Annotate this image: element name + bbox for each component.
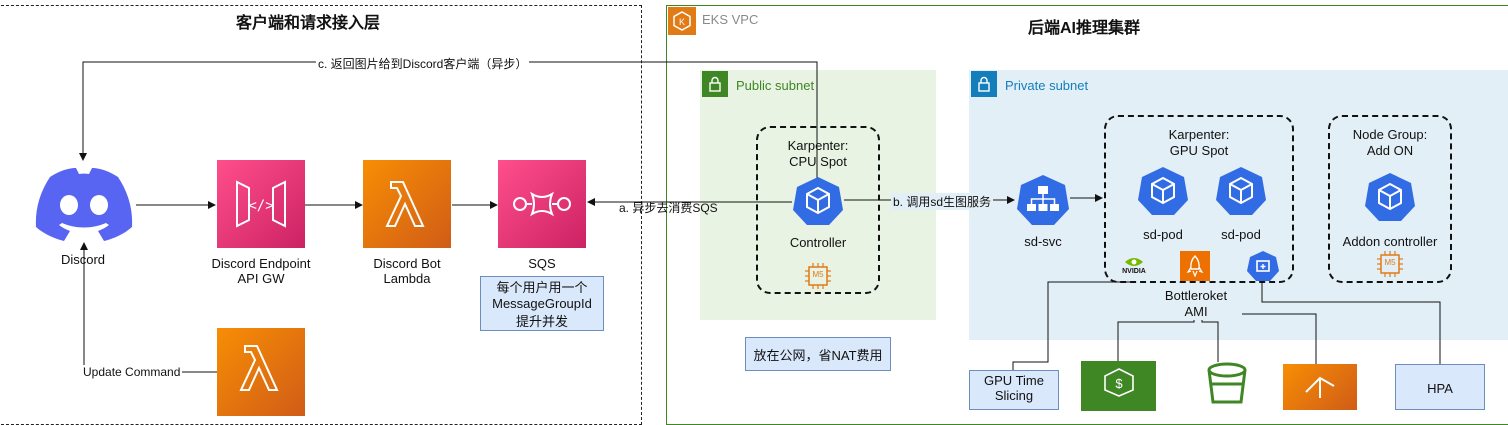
svg-text:</>: </> (248, 198, 273, 214)
api-gateway-icon: </> (217, 160, 305, 248)
private-subnet-label: Private subnet (1005, 78, 1089, 93)
gpu-time-slicing-note: GPU Time Slicing (969, 370, 1059, 410)
update-lambda-icon (217, 328, 305, 416)
edge-label-a: a. 异步去消费SQS (619, 201, 718, 215)
k8s-controller-icon (792, 176, 844, 226)
sqs-icon (498, 160, 586, 248)
m5-instance-icon (804, 262, 832, 290)
eks-icon: K (668, 7, 696, 35)
edge-label-update: Update Command (81, 365, 183, 379)
sqs-note: 每个用户用一个 MessageGroupId 提升并发 (480, 276, 604, 331)
sd-pod-label: sd-pod (1221, 227, 1261, 242)
lambda-label: Discord Bot Lambda (373, 256, 441, 286)
node-group-label: Node Group: Add ON (1352, 127, 1428, 158)
nvidia-label: NVIDIA (1122, 268, 1146, 275)
karpenter-cpu-group (756, 126, 880, 294)
client-zone-title: 客户端和请求接入层 (236, 15, 381, 32)
k8s-pod-icon (1215, 166, 1267, 216)
svg-text:$: $ (1115, 376, 1123, 391)
svg-text:K: K (679, 17, 685, 27)
karpenter-gpu-group (1104, 115, 1294, 283)
edge-label-b: b. 调用sd生图服务 (891, 193, 994, 210)
edge-label-c: c. 返回图片给到Discord客户端（异步） (316, 55, 530, 72)
vpc-label: EKS VPC (702, 12, 759, 27)
m5-instance-icon (1376, 250, 1404, 278)
sd-pod-label: sd-pod (1143, 227, 1183, 242)
karpenter-gpu-label: Karpenter: GPU Spot (1168, 127, 1230, 158)
addon-controller-label: Addon controller (1342, 234, 1438, 249)
lock-icon (971, 71, 997, 97)
controller-label: Controller (789, 235, 847, 250)
lock-icon (702, 71, 728, 97)
karpenter-cpu-label: Karpenter: CPU Spot (787, 138, 849, 169)
node-group-box (1328, 115, 1452, 283)
nvidia-icon: NVIDIA (1118, 254, 1150, 278)
lambda-icon (363, 160, 451, 248)
hpa-note: HPA (1395, 364, 1485, 410)
discord-icon (32, 165, 136, 243)
k8s-service-icon (1016, 174, 1070, 226)
bottlerocket-icon (1180, 251, 1210, 281)
k8s-deployment-icon (1246, 250, 1280, 282)
bottlerocket-label: Bottleroket AMI (1150, 288, 1242, 320)
k8s-pod-icon (1137, 166, 1189, 216)
m5-label: M5 (812, 270, 824, 279)
api-gw-label: Discord Endpoint API GW (211, 256, 311, 286)
storage-bucket-icon (1202, 360, 1252, 404)
k8s-addon-icon (1364, 172, 1416, 222)
cost-icon: $ (1081, 361, 1156, 411)
sqs-label: SQS (528, 256, 556, 271)
ecr-icon (1283, 364, 1357, 410)
m5-label: M5 (1384, 258, 1396, 267)
backend-title: 后端AI推理集群 (1028, 20, 1141, 37)
sd-svc-label: sd-svc (1024, 234, 1062, 249)
discord-label: Discord (60, 252, 106, 267)
public-subnet-note: 放在公网，省NAT费用 (745, 337, 891, 371)
public-subnet-label: Public subnet (736, 78, 815, 93)
